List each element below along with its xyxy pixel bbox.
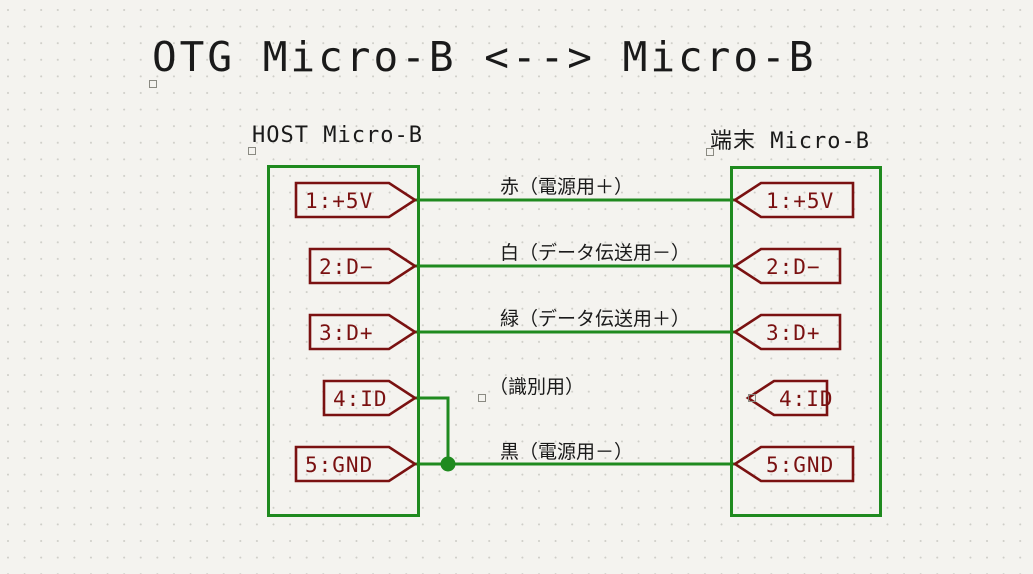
title-anchor-marker — [149, 80, 157, 88]
right-connector-title: 端末 Micro-B — [710, 129, 870, 154]
right-pin-label-4: 4:ID — [779, 387, 834, 411]
junction-dot — [440, 456, 456, 472]
right-pin-shape-3[interactable] — [732, 313, 842, 351]
wire-label-dplus: 緑（データ伝送用＋） — [500, 308, 691, 330]
left-pin-label-5: 5:GND — [305, 453, 374, 477]
wire-label-gnd: 黒（電源用－） — [500, 441, 634, 463]
wire-label-vbus: 赤（電源用＋） — [500, 176, 634, 198]
right-pin-4-anchor-marker — [748, 394, 756, 402]
page-title: OTG Micro-B <--> Micro-B — [152, 33, 817, 81]
right-pin-label-3: 3:D+ — [766, 321, 821, 345]
wire-label-id-marker — [478, 394, 486, 402]
left-pin-shape-1[interactable] — [294, 181, 418, 219]
right-connector-title-marker — [706, 148, 714, 156]
left-pin-shape-5[interactable] — [294, 445, 418, 483]
left-pin-label-2: 2:D− — [319, 255, 374, 279]
right-pin-shape-1[interactable] — [732, 181, 855, 219]
left-pin-label-3: 3:D+ — [319, 321, 374, 345]
right-pin-label-2: 2:D− — [766, 255, 821, 279]
left-pin-shape-4[interactable] — [322, 379, 418, 417]
right-pin-label-5: 5:GND — [766, 453, 835, 477]
wire-label-id: （識別用） — [489, 376, 585, 398]
left-pin-label-4: 4:ID — [333, 387, 388, 411]
right-pin-shape-4[interactable] — [745, 379, 829, 417]
right-pin-label-1: 1:+5V — [766, 189, 835, 213]
left-connector-title: HOST Micro-B — [252, 123, 423, 148]
right-pin-shape-2[interactable] — [732, 247, 842, 285]
left-connector-title-marker — [248, 147, 256, 155]
left-pin-shape-3[interactable] — [308, 313, 418, 351]
right-connector-body — [730, 166, 882, 517]
wire-id-to-gnd — [415, 396, 450, 464]
left-connector-body — [267, 165, 420, 517]
wire-label-dminus: 白（データ伝送用－） — [500, 242, 691, 264]
right-pin-shape-5[interactable] — [732, 445, 855, 483]
left-pin-shape-2[interactable] — [308, 247, 418, 285]
left-pin-label-1: 1:+5V — [305, 189, 374, 213]
